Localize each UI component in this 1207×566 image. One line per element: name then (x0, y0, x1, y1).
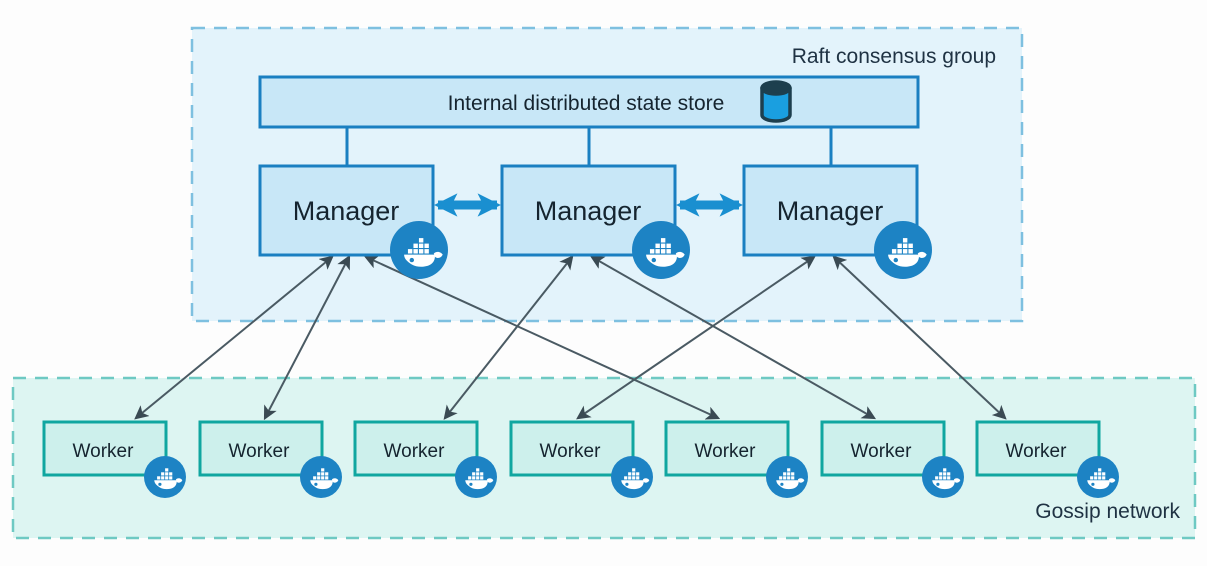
worker-1-box[interactable] (42, 420, 168, 477)
worker-node-1[interactable]: Worker (42, 420, 186, 498)
worker-4-label: Worker (540, 441, 602, 462)
gossip-zone-label: Gossip network (1035, 500, 1180, 523)
worker-node-5[interactable]: Worker (664, 420, 808, 498)
docker-whale-icon (455, 456, 497, 498)
worker-2-box[interactable] (198, 420, 324, 477)
internal-distributed-state-store[interactable]: Internal distributed state store (258, 75, 920, 129)
worker-node-4[interactable]: Worker (509, 420, 653, 498)
worker-5-label: Worker (695, 441, 757, 462)
docker-whale-icon (611, 456, 653, 498)
worker-node-6[interactable]: Worker (820, 420, 964, 498)
worker-7-label: Worker (1006, 441, 1068, 462)
docker-whale-icon (766, 456, 808, 498)
worker-7-box[interactable] (975, 420, 1101, 477)
state-store-box[interactable] (258, 75, 920, 129)
docker-whale-icon (632, 221, 690, 279)
worker-1-label: Worker (73, 441, 135, 462)
link-manager2-worker3 (443, 255, 574, 420)
manager-node-2[interactable]: Manager (500, 164, 690, 279)
docker-whale-icon (390, 221, 448, 279)
database-cylinder-icon (760, 80, 792, 123)
link-manager3-worker4 (576, 255, 816, 420)
worker-node-3[interactable]: Worker (353, 420, 497, 498)
manager-node-1[interactable]: Manager (258, 164, 448, 279)
docker-whale-icon (922, 456, 964, 498)
docker-whale-icon (1077, 456, 1119, 498)
state-store-label: Internal distributed state store (448, 92, 725, 115)
worker-2-label: Worker (229, 441, 291, 462)
raft-zone-label: Raft consensus group (792, 45, 996, 68)
worker-6-label: Worker (851, 441, 913, 462)
link-manager3-worker7 (832, 255, 1007, 420)
worker-node-2[interactable]: Worker (198, 420, 342, 498)
worker-node-7[interactable]: Worker (975, 420, 1119, 498)
state-store-connectors (345, 126, 833, 167)
worker-3-label: Worker (384, 441, 446, 462)
worker-3-box[interactable] (353, 420, 479, 477)
manager-node-3[interactable]: Manager (742, 164, 932, 279)
docker-whale-icon (144, 456, 186, 498)
worker-5-box[interactable] (664, 420, 790, 477)
docker-whale-icon (874, 221, 932, 279)
worker-4-box[interactable] (509, 420, 635, 477)
worker-6-box[interactable] (820, 420, 946, 477)
manager-2-label: Manager (535, 196, 642, 226)
manager-3-label: Manager (777, 196, 884, 226)
docker-whale-icon (300, 456, 342, 498)
manager-1-label: Manager (293, 196, 400, 226)
link-manager1-worker2 (263, 254, 351, 421)
manager-1-box[interactable] (258, 164, 435, 257)
manager-worker-links (134, 254, 1007, 421)
